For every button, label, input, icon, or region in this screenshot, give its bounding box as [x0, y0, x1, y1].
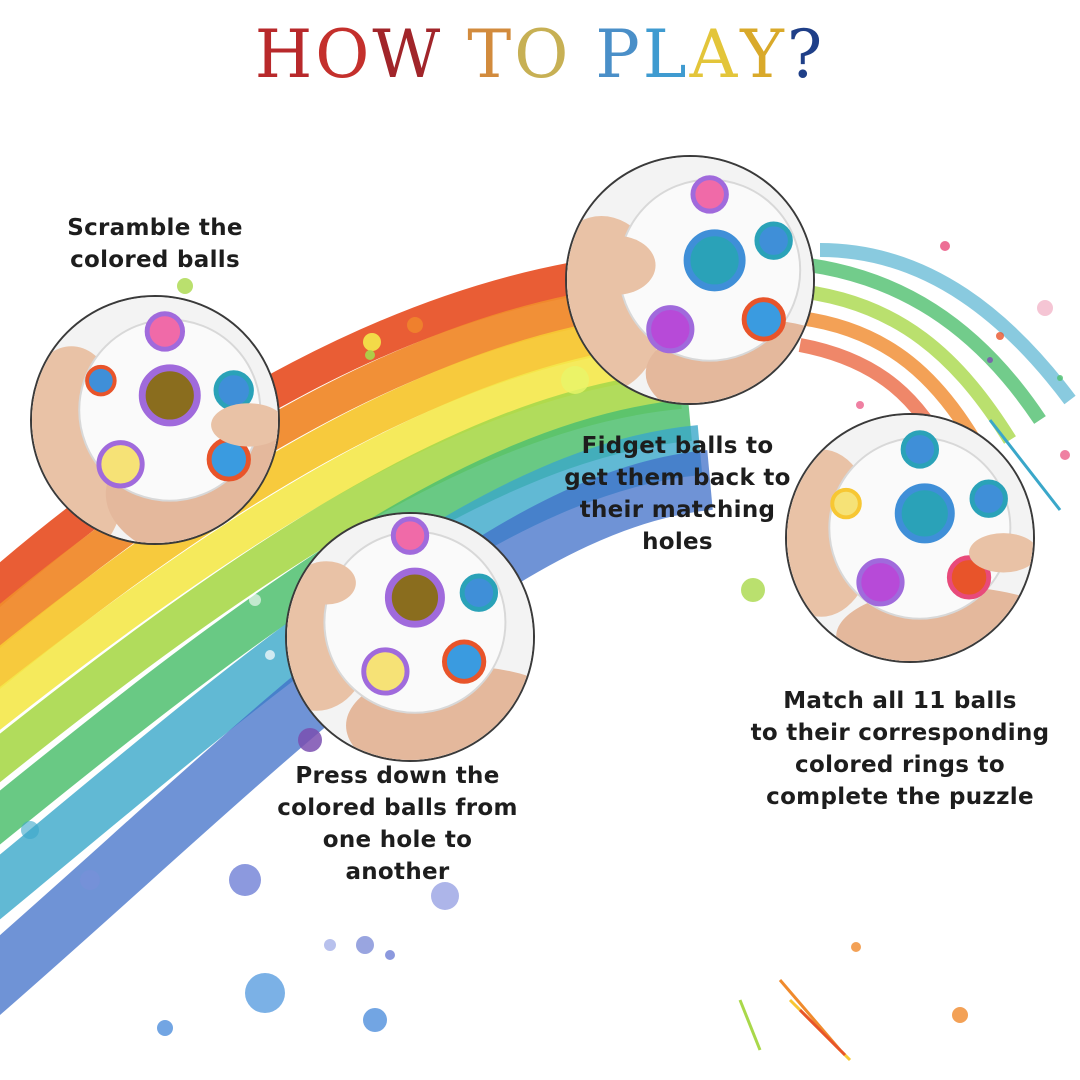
hand-holding-ball-icon: [567, 157, 813, 403]
step-text-line: to their corresponding: [750, 720, 1050, 746]
puzzle-ball-photo: [785, 413, 1035, 663]
step-scramble-text: Scramble the colored balls: [40, 212, 270, 276]
title-letter: ?: [786, 16, 826, 93]
title-letter: T: [467, 16, 515, 93]
step-text-line: another: [345, 859, 450, 885]
step-text-line: get them back to: [564, 465, 791, 491]
step-text-line: Scramble the: [67, 215, 243, 241]
step-fidget-text: Fidget balls to get them back to their m…: [560, 430, 795, 558]
step-press-down-text: Press down the colored balls from one ho…: [270, 760, 525, 888]
step-text-line: Press down the: [295, 763, 500, 789]
title-letter: O: [514, 16, 572, 93]
title-letter: Y: [740, 16, 787, 93]
title-letter: [443, 22, 467, 88]
step-text-line: complete the puzzle: [766, 784, 1034, 810]
step-text-line: colored balls: [70, 247, 240, 273]
step-text-line: their matching: [579, 497, 776, 523]
title-letter: H: [254, 16, 316, 93]
step-text-line: Match all 11 balls: [783, 688, 1017, 714]
title-letter: P: [595, 16, 643, 93]
step-match-text: Match all 11 balls to their correspondin…: [745, 685, 1055, 813]
title-letter: W: [372, 16, 444, 93]
step-text-line: colored rings to: [795, 752, 1005, 778]
puzzle-ball-photo: [30, 295, 280, 545]
title-letter: [571, 22, 595, 88]
step-text-line: holes: [642, 529, 713, 555]
step-text-line: colored balls from: [277, 795, 518, 821]
title-letter: A: [689, 16, 741, 93]
page-title: HOW TO PLAY?: [0, 22, 1080, 88]
hand-holding-ball-icon: [787, 415, 1033, 661]
puzzle-ball-photo: [565, 155, 815, 405]
step-text-line: Fidget balls to: [581, 433, 774, 459]
title-letter: L: [642, 16, 690, 93]
hand-holding-ball-icon: [32, 297, 278, 543]
hand-holding-ball-icon: [287, 514, 533, 760]
step-text-line: one hole to: [322, 827, 473, 853]
title-letter: O: [315, 16, 373, 93]
puzzle-ball-photo: [285, 512, 535, 762]
